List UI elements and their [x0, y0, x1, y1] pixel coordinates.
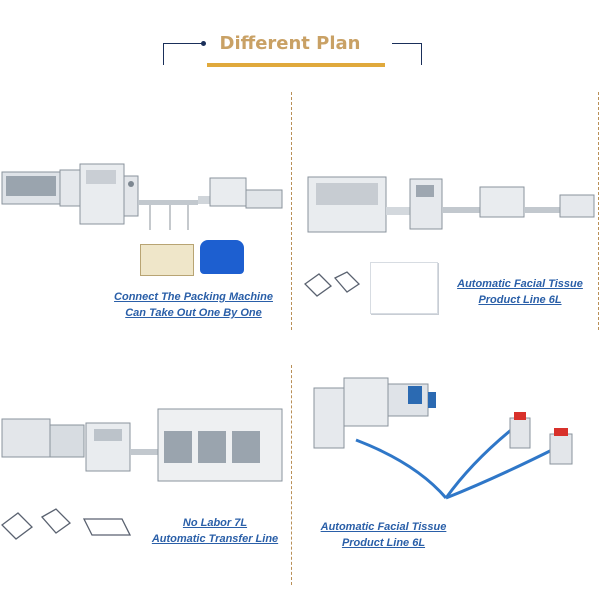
caption-line-2: Can Take Out One By One [125, 307, 262, 319]
header-line-left [163, 43, 203, 44]
transfer-line-image [1, 408, 283, 482]
caption-panel-3: No Labor 7L Automatic Transfer Line [140, 515, 290, 547]
header-dot [201, 41, 206, 46]
napkin-fold-icon [1, 508, 132, 540]
caption-panel-4: Automatic Facial Tissue Product Line 6L [296, 519, 471, 551]
caption-line-2: Product Line 6L [341, 537, 426, 549]
divider-bottom [291, 365, 292, 585]
caption-panel-1: Connect The Packing Machine Can Take Out… [96, 289, 291, 321]
caption-panel-2: Automatic Facial Tissue Product Line 6L [440, 276, 600, 308]
facial-tissue-line-image [307, 176, 595, 233]
page-title: Different Plan [219, 33, 361, 54]
header-tick-right [421, 43, 422, 65]
header-line-right [392, 43, 422, 44]
packing-line-image [1, 163, 283, 230]
caption-line-1: No Labor 7L [182, 517, 248, 529]
tissue-stack-image [370, 262, 438, 314]
header-tick-left [163, 43, 164, 65]
divider-right-edge [598, 92, 599, 330]
caption-line-1: Automatic Facial Tissue [457, 278, 583, 290]
facial-tissue-line-image [313, 377, 573, 500]
caption-line-1: Connect The Packing Machine [114, 291, 273, 303]
caption-line-2: Automatic Transfer Line [151, 533, 279, 545]
blue-tissue-pack-image [200, 240, 244, 274]
napkin-fold-icon [303, 271, 361, 297]
tissue-box-image [140, 244, 194, 276]
divider-top [291, 92, 292, 330]
caption-line-2: Product Line 6L [478, 294, 562, 306]
caption-line-1: Automatic Facial Tissue [320, 521, 447, 533]
title-underline-bar [207, 63, 385, 67]
